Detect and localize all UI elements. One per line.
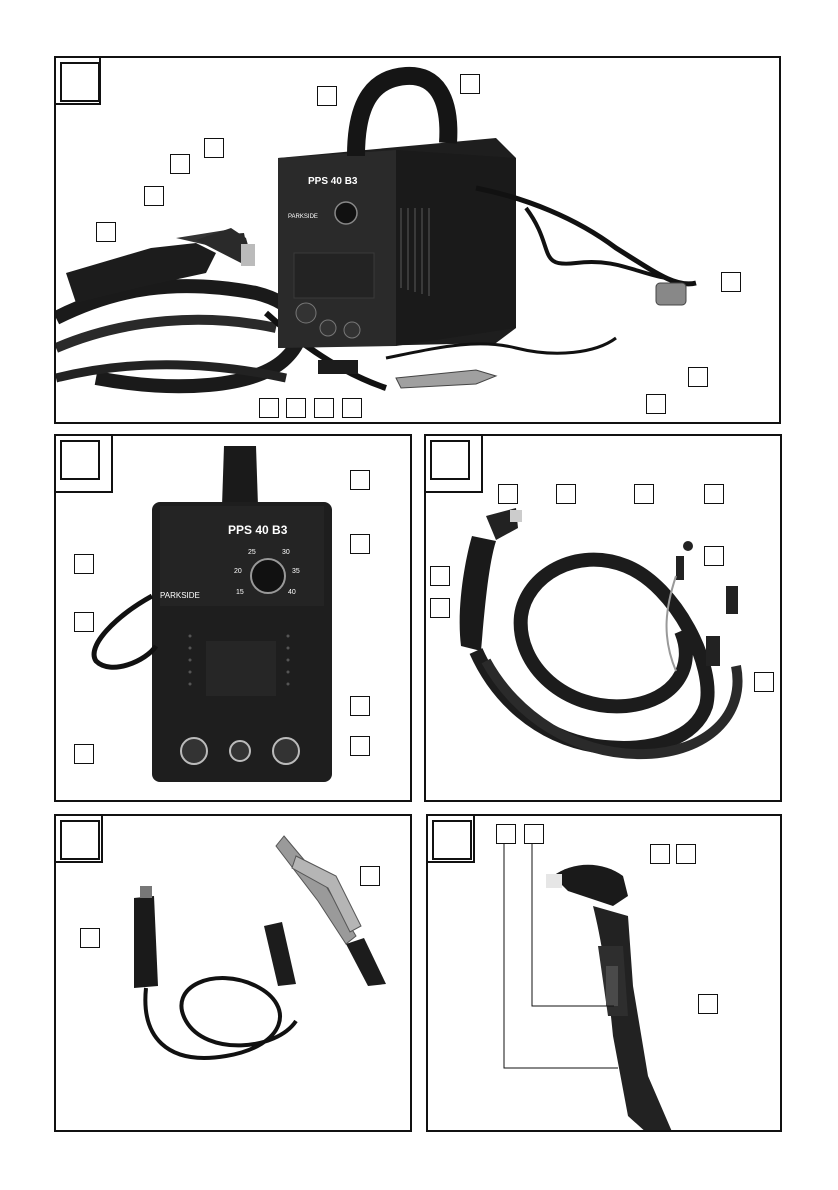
- callout-torch-safety: [698, 994, 718, 1014]
- current-dial-icon: [335, 202, 357, 224]
- callout-torch-tip: [204, 138, 224, 158]
- callout-front-led: [350, 534, 370, 554]
- callout-power-plug: [754, 672, 774, 692]
- front-model-text: PPS 40 B3: [228, 523, 288, 537]
- callout-mains-plug: [721, 272, 741, 292]
- figure-4-illustration: [56, 816, 412, 1132]
- dial-tick-30: 30: [282, 549, 290, 556]
- callout-front-dial: [74, 612, 94, 632]
- callout-housing: [317, 86, 337, 106]
- figure-1-panel: PPS 40 B3 PARKSIDE: [54, 56, 781, 424]
- figure-5-number-box: [432, 820, 472, 860]
- callout-socket-3: [314, 398, 334, 418]
- figure-2-panel: PPS 40 B3 PARKSIDE 15 20 25 30 35 40: [54, 434, 412, 802]
- callout-control-plug-2: [704, 484, 724, 504]
- callout-socket-2: [286, 398, 306, 418]
- callout-clamp-jaw: [360, 866, 380, 886]
- callout-front-ground-socket: [350, 736, 370, 756]
- dial-tick-25: 25: [248, 549, 256, 556]
- dial-tick-40: 40: [288, 589, 296, 596]
- callout-torch-head: [498, 484, 518, 504]
- callout-control-plug: [634, 484, 654, 504]
- front-brand-text: PARKSIDE: [160, 591, 200, 600]
- callout-grip-lower: [496, 824, 516, 844]
- figure-3-number-box: [430, 440, 470, 480]
- dial-tick-15: 15: [236, 589, 244, 596]
- callout-torch-nozzle: [170, 154, 190, 174]
- callout-torch-handle: [96, 222, 116, 242]
- callout-socket-1: [259, 398, 279, 418]
- callout-air-plug: [704, 546, 724, 566]
- figure-3-illustration: [426, 436, 782, 802]
- figure-4-number-box: [60, 820, 100, 860]
- figure-1-illustration: PPS 40 B3 PARKSIDE: [56, 58, 781, 424]
- figure-5-panel: [426, 814, 782, 1132]
- callout-grip-upper: [524, 824, 544, 844]
- callout-torch-grip: [430, 598, 450, 618]
- callout-front-handle: [350, 470, 370, 490]
- callout-front-switch: [74, 554, 94, 574]
- device-model-text: PPS 40 B3: [308, 176, 358, 187]
- figure-4-panel: [54, 814, 412, 1132]
- figure-1-number-box: [60, 62, 100, 102]
- callout-socket-4: [342, 398, 362, 418]
- figure-2-number-box: [60, 440, 100, 480]
- figure-3-panel: [424, 434, 782, 802]
- callout-ground-plug: [646, 394, 666, 414]
- callout-torch-trigger-3: [430, 566, 450, 586]
- callout-front-torch-socket: [74, 744, 94, 764]
- front-dial-icon: [251, 559, 285, 593]
- callout-nozzle-cap: [676, 844, 696, 864]
- callout-torch-trigger: [144, 186, 164, 206]
- callout-clamp-plug: [80, 928, 100, 948]
- figure-5-illustration: [428, 816, 782, 1132]
- callout-torch-cap: [556, 484, 576, 504]
- callout-ground-clamp: [688, 367, 708, 387]
- callout-nozzle: [650, 844, 670, 864]
- callout-handle: [460, 74, 480, 94]
- callout-front-control-socket: [350, 696, 370, 716]
- dial-tick-20: 20: [234, 568, 242, 575]
- device-brand-text: PARKSIDE: [288, 214, 318, 220]
- dial-tick-35: 35: [292, 568, 300, 575]
